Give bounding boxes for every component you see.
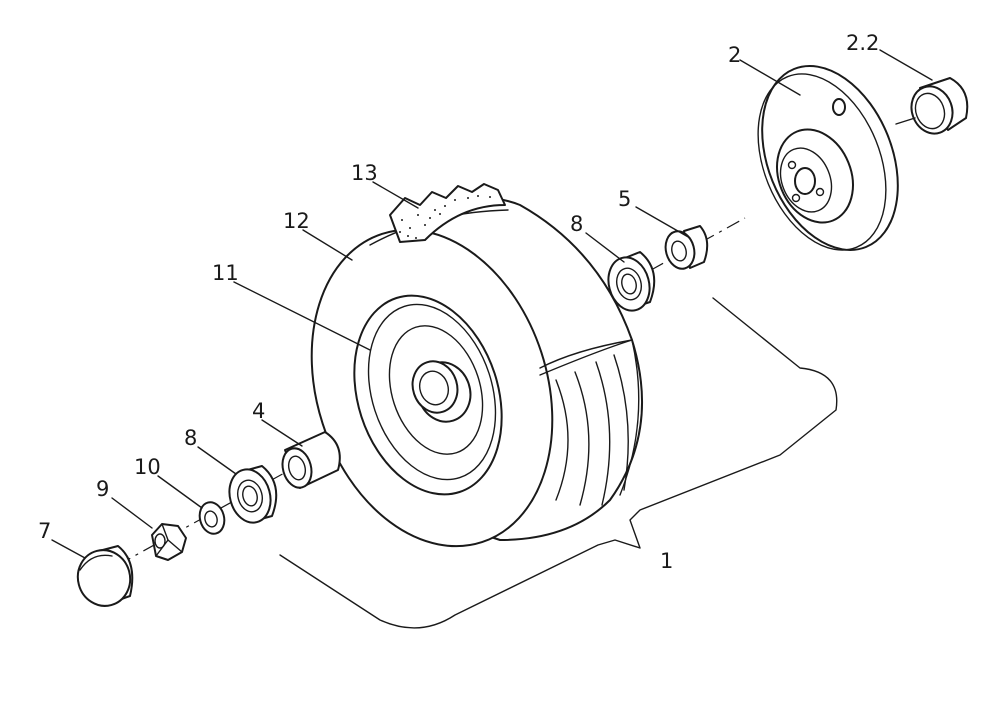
callout-1: 1: [660, 549, 673, 573]
callout-7: 7: [38, 519, 51, 543]
washer-part-10: [198, 501, 226, 535]
leader-lines: [51, 49, 933, 559]
callout-13: 13: [351, 161, 378, 185]
callout-9: 9: [96, 477, 109, 501]
bearing-part-8-right: [607, 251, 656, 312]
callout-10: 10: [134, 455, 161, 479]
cap-part-2-2: [910, 77, 969, 135]
rim-part: [353, 294, 503, 496]
assembly-bracket: [279, 297, 838, 629]
callout-4: 4: [252, 399, 265, 423]
spacer-tube-part: [281, 431, 341, 489]
bearing-part-8-left: [228, 465, 278, 524]
tread-section-part: [389, 183, 506, 243]
callout-8-right: 8: [570, 212, 583, 236]
callout-2-2: 2.2: [846, 31, 879, 55]
nut-part-9: [151, 523, 187, 561]
callout-12: 12: [283, 209, 310, 233]
callout-5: 5: [618, 187, 631, 211]
hub-plate-part: [757, 65, 899, 251]
callout-8-left: 8: [184, 426, 197, 450]
washer-part-5: [664, 225, 709, 270]
cap-part-7: [76, 545, 134, 607]
callout-11: 11: [212, 261, 239, 285]
callout-2: 2: [728, 43, 741, 67]
